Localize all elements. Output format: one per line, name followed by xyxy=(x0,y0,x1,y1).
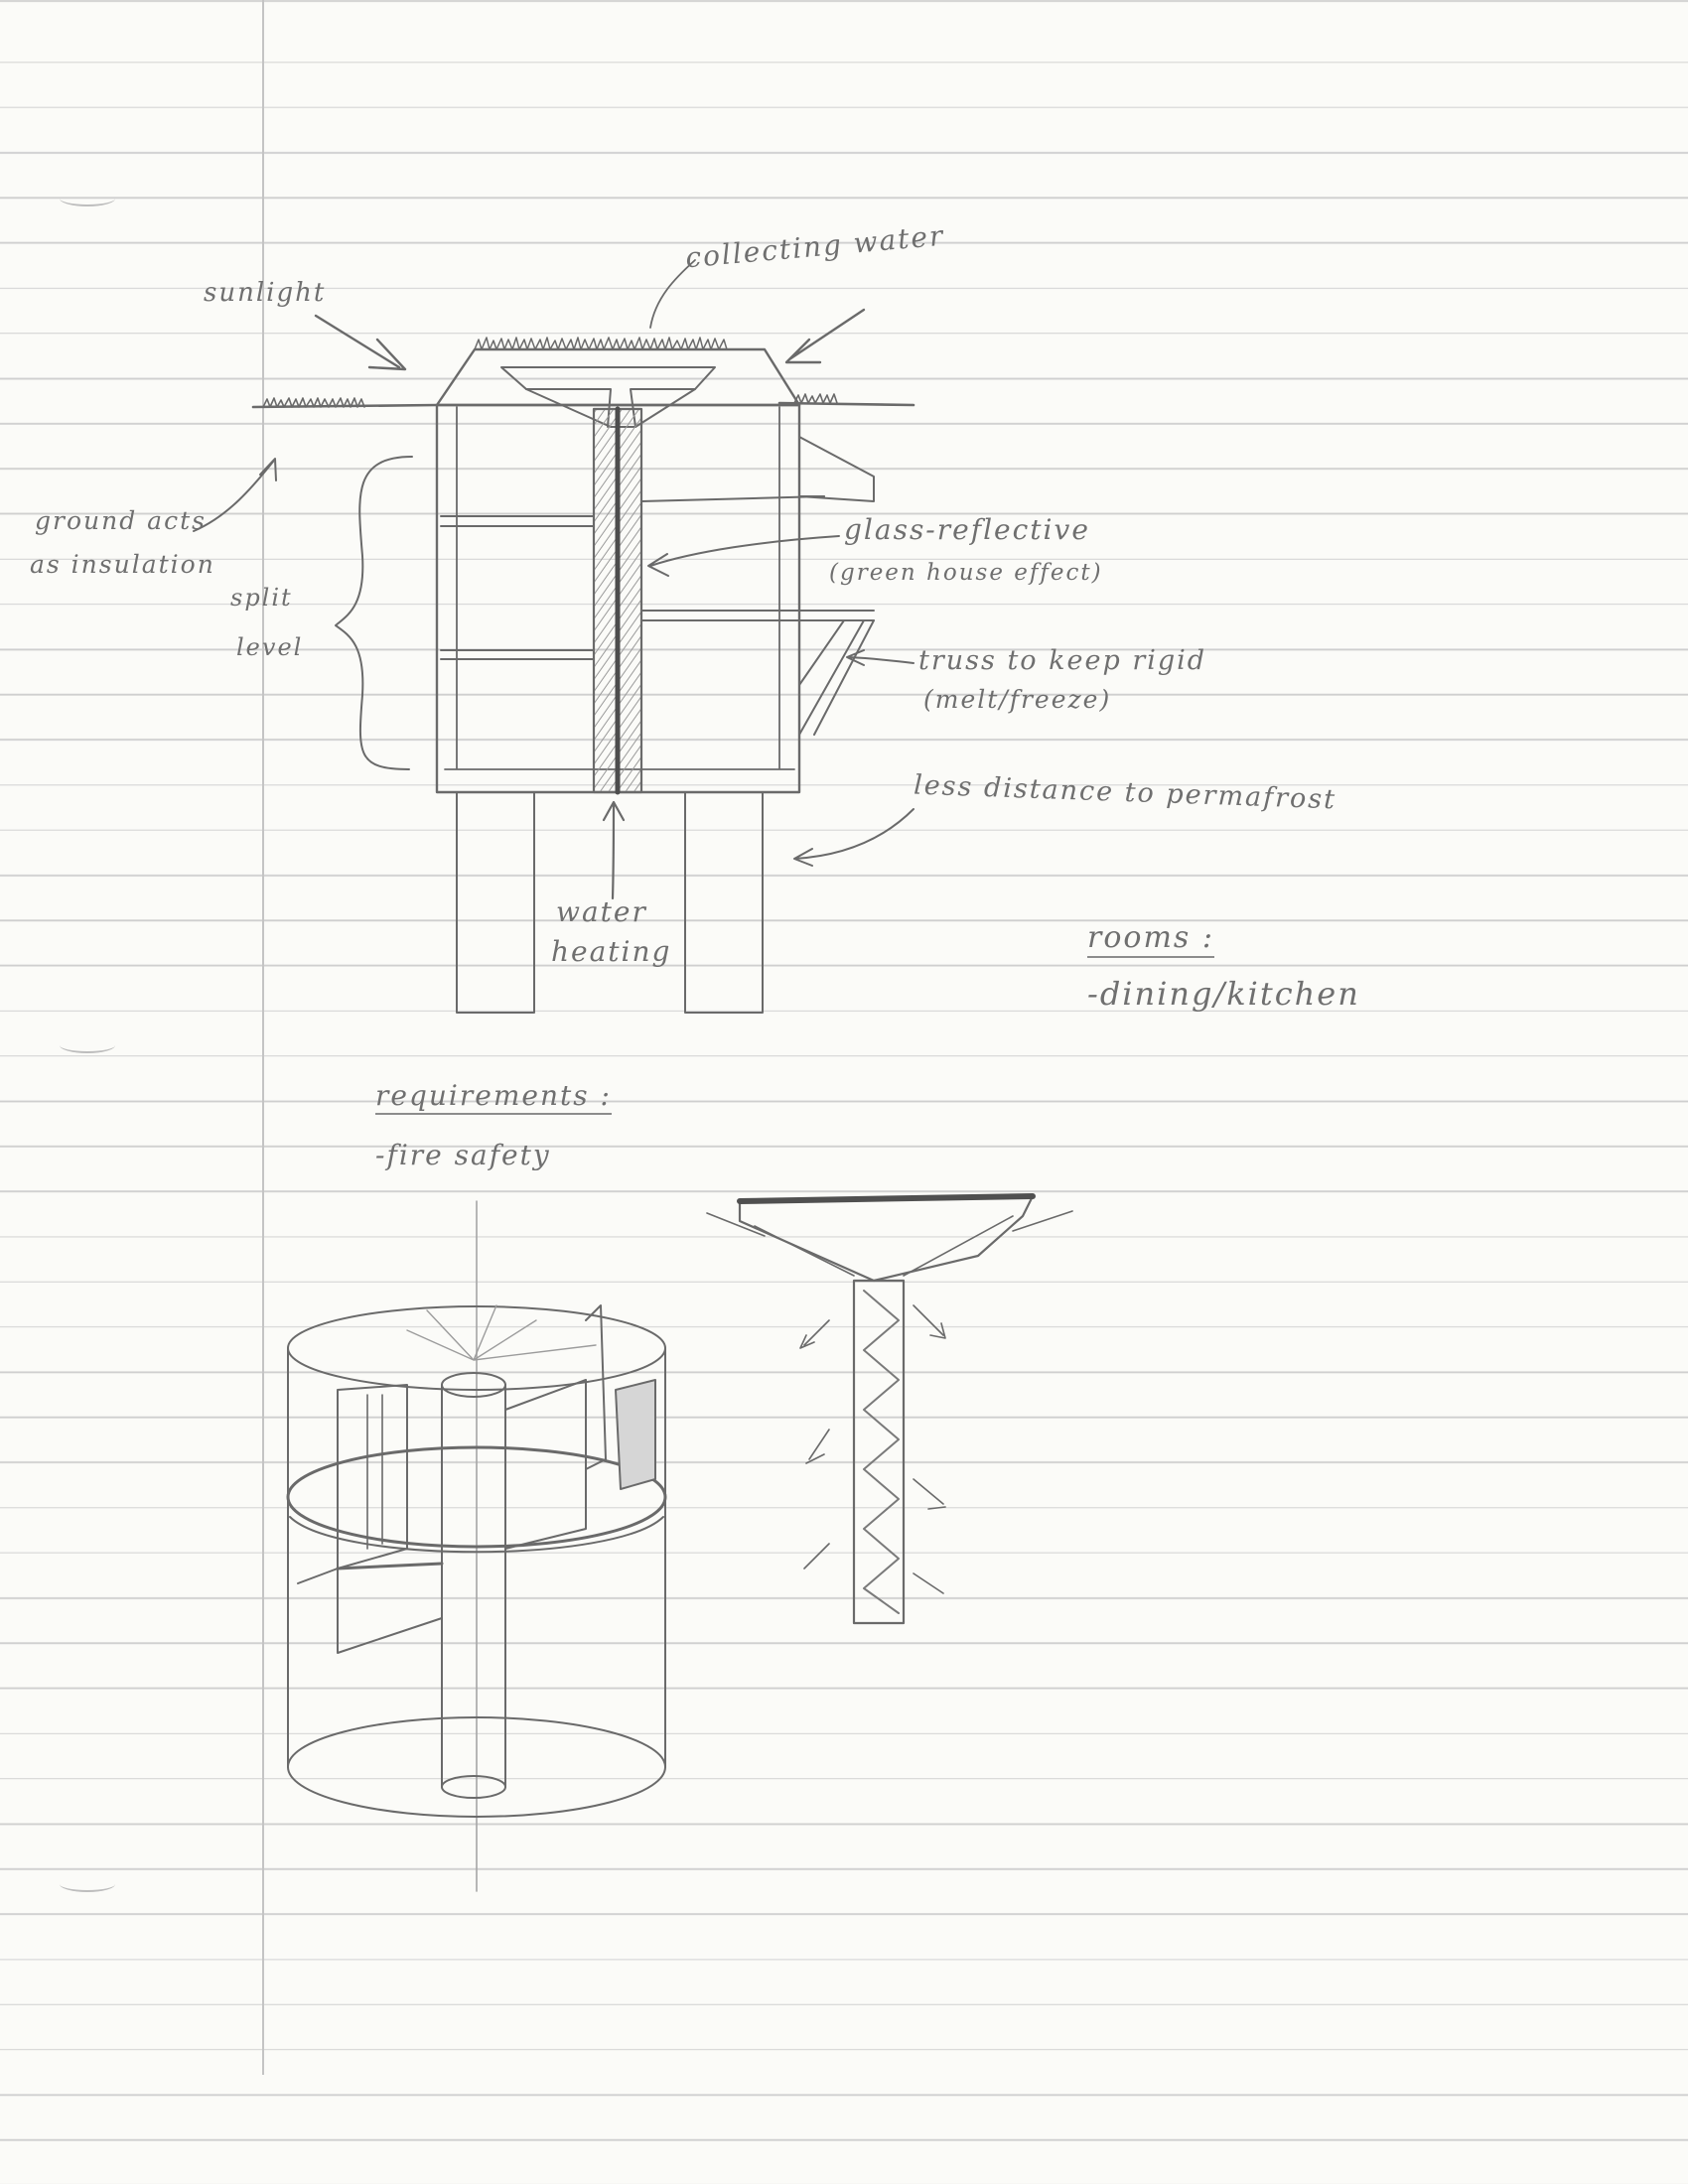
note-as-insulation: as insulation xyxy=(30,550,215,579)
collecting-water-leader xyxy=(649,259,696,329)
roof-grass xyxy=(474,337,728,350)
note-melt-freeze: (melt/freeze) xyxy=(923,685,1112,714)
grass-tufts xyxy=(262,393,838,408)
note-water: water xyxy=(556,895,647,928)
water-heating-arrow xyxy=(602,800,626,900)
rooms-heading: rooms : xyxy=(1087,923,1214,958)
note-ground-acts: ground acts xyxy=(35,506,207,535)
water-flow-diagram xyxy=(706,1193,1073,1625)
note-level: level xyxy=(236,633,304,661)
punch-hole-mark xyxy=(60,191,115,206)
glass-wing xyxy=(798,436,875,502)
requirements-heading: requirements : xyxy=(375,1082,612,1115)
note-split: split xyxy=(230,584,293,612)
sunlight-arrow-left xyxy=(314,314,407,371)
ground-insulation-arrow xyxy=(193,458,277,532)
split-level-brace xyxy=(335,456,413,770)
punch-hole-mark xyxy=(60,1876,115,1892)
note-sunlight: sunlight xyxy=(204,278,327,308)
rooms-item: -dining/kitchen xyxy=(1087,975,1360,1013)
truss-arrow xyxy=(846,649,914,666)
section-drawing xyxy=(193,259,915,1014)
note-glass-reflective: glass-reflective xyxy=(844,513,1090,546)
note-truss: truss to keep rigid xyxy=(918,645,1207,676)
margin-line xyxy=(262,0,264,2075)
sunlight-arrow-right xyxy=(784,308,866,364)
cylinder-drawing xyxy=(286,1200,667,1892)
pier-left xyxy=(456,791,535,1014)
roof-outline xyxy=(435,347,801,407)
permafrost-arrow xyxy=(793,808,914,867)
punch-hole-mark xyxy=(60,1037,115,1053)
note-heating: heating xyxy=(551,935,672,968)
glass-reflective-arrow xyxy=(647,535,840,577)
truss xyxy=(798,619,875,736)
note-greenhouse-effect: (green house effect) xyxy=(829,560,1103,586)
floor-lines xyxy=(440,495,875,660)
requirements-item: -fire safety xyxy=(375,1139,551,1171)
pier-right xyxy=(684,791,764,1014)
